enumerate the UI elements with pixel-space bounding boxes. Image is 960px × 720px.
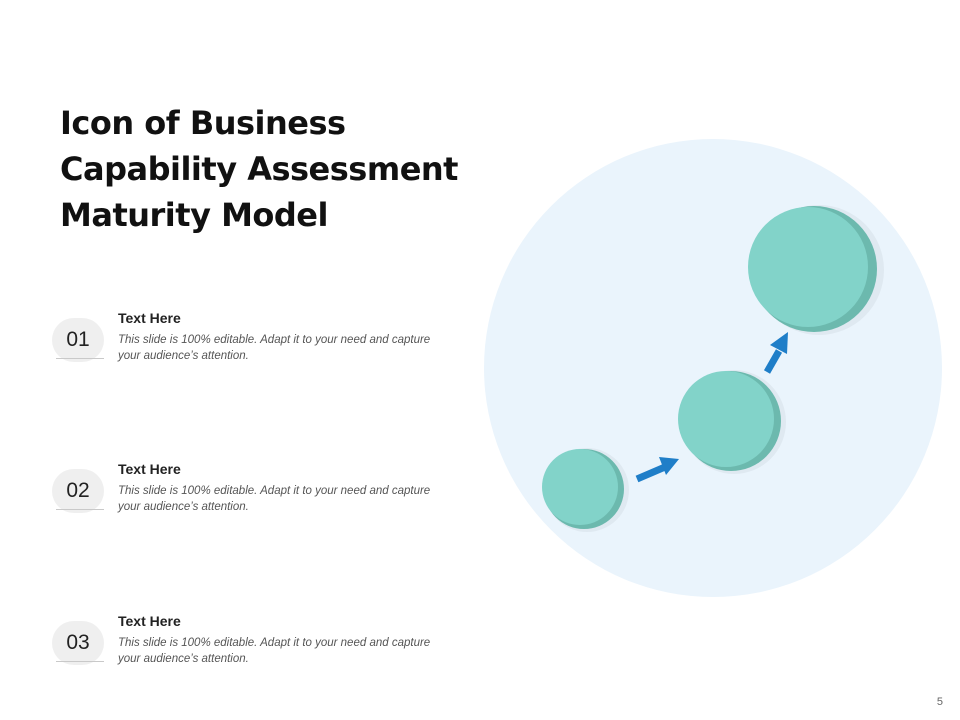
- list-item-2: 02 Text Here This slide is 100% editable…: [52, 461, 452, 531]
- item-description: This slide is 100% editable. Adapt it to…: [118, 637, 431, 665]
- step-number-badge: 03: [52, 621, 104, 665]
- badge-underline: [56, 661, 104, 662]
- step-circle-medium: [678, 371, 774, 467]
- list-item-3: 03 Text Here This slide is 100% editable…: [52, 613, 452, 683]
- item-heading: Text Here: [118, 613, 181, 629]
- slide-title: Icon of Business Capability Assessment M…: [60, 104, 458, 234]
- badge-underline: [56, 358, 104, 359]
- page-number: 5: [936, 696, 943, 708]
- arrow-up-right-icon: [763, 332, 788, 374]
- growth-steps-icon: [484, 139, 942, 597]
- badge-underline: [56, 509, 104, 510]
- item-description: This slide is 100% editable. Adapt it to…: [118, 485, 431, 513]
- arrow-up-right-icon: [635, 457, 679, 483]
- step-number-badge: 02: [52, 469, 104, 513]
- background-circle: [484, 139, 942, 597]
- item-description: This slide is 100% editable. Adapt it to…: [118, 334, 431, 362]
- step-circle-large: [748, 207, 868, 327]
- step-number-badge: 01: [52, 318, 104, 362]
- step-circle-small: [542, 449, 618, 525]
- item-heading: Text Here: [118, 461, 181, 477]
- list-item-1: 01 Text Here This slide is 100% editable…: [52, 310, 452, 380]
- item-heading: Text Here: [118, 310, 181, 326]
